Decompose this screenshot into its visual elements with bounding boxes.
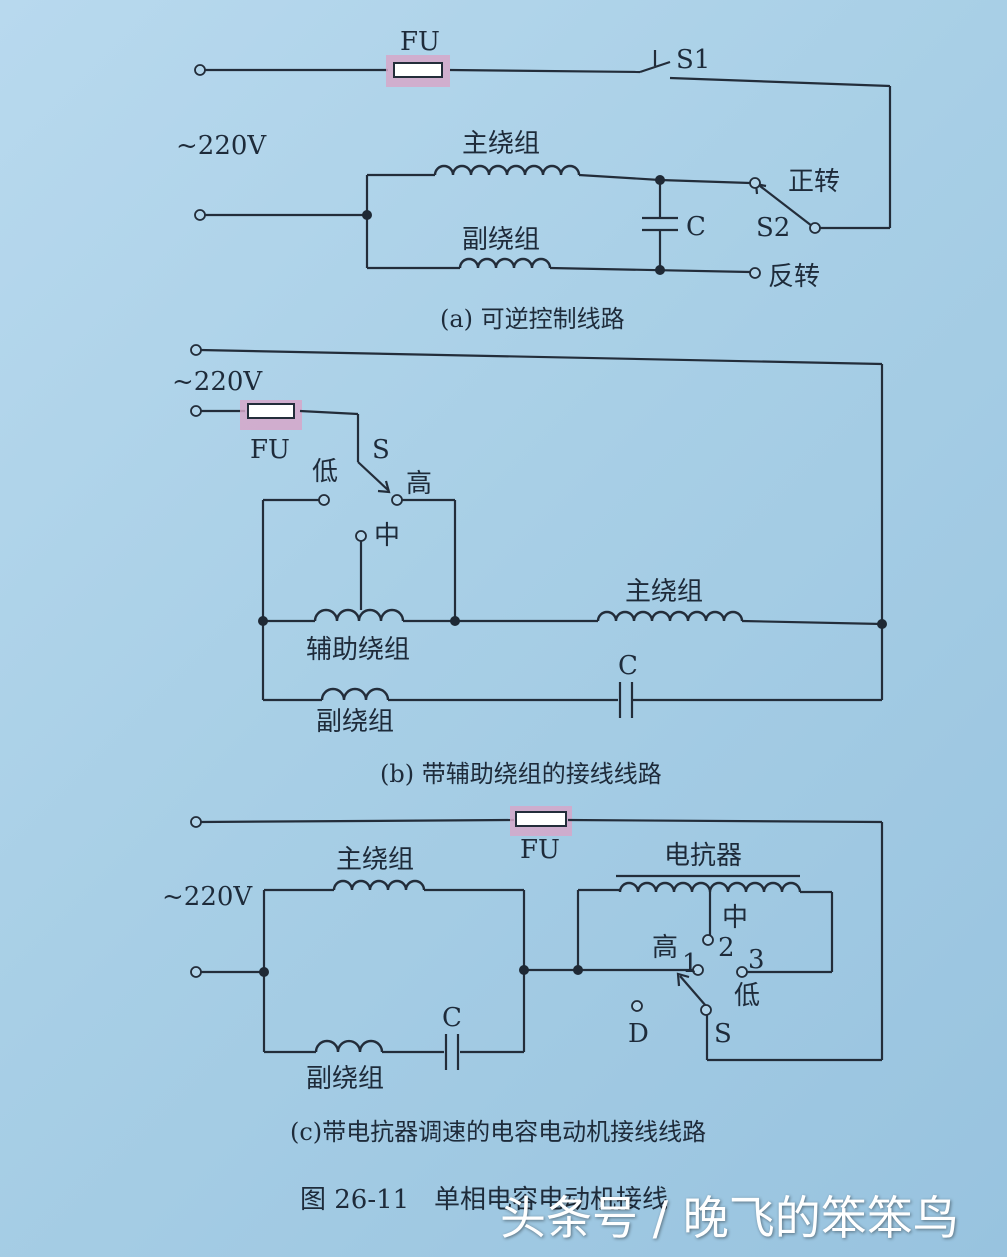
s1-label: S1: [676, 45, 710, 75]
aux-winding-b: [320, 687, 390, 701]
fuse-a: [393, 62, 443, 78]
main-winding-a: [433, 164, 581, 176]
fu-label-b: FU: [250, 435, 290, 465]
fu-label-a: FU: [400, 27, 440, 57]
fuse-b: [247, 403, 295, 419]
forward-label: 正转: [788, 167, 840, 197]
watermark: 头条号 / 晚飞的笨笨鸟: [500, 1191, 959, 1245]
low-label-c: 低: [734, 981, 760, 1011]
aux-winding-a: [458, 257, 552, 269]
helper-winding: [313, 608, 405, 622]
caption-a: (a) 可逆控制线路: [440, 305, 625, 333]
reactor-coil: [618, 881, 802, 893]
high-label-c: 高: [652, 933, 678, 963]
d-label: D: [628, 1019, 649, 1049]
switch-s-b: [357, 461, 389, 491]
cap-label-c: C: [442, 1003, 462, 1033]
diagram-b: ~220V FU S 低 高 中 主绕组 辅助绕组 C 副绕组 (b) 带辅助绕…: [172, 344, 887, 788]
main-winding-c: [332, 879, 426, 891]
reverse-label: 反转: [768, 262, 820, 292]
helper-winding-label: 辅助绕组: [306, 635, 410, 665]
s-label-c: S: [714, 1019, 732, 1049]
switch-s-c: [679, 975, 707, 1007]
fuse-c: [515, 811, 567, 827]
caption-c: (c)带电抗器调速的电容电动机接线线路: [290, 1118, 706, 1146]
main-winding-label-a: 主绕组: [462, 129, 540, 159]
reactor-label: 电抗器: [664, 841, 742, 871]
voltage-label-c: ~220V: [162, 882, 253, 912]
cap-label-a: C: [686, 212, 706, 242]
aux-winding-c: [314, 1039, 384, 1053]
main-winding-label-c: 主绕组: [336, 845, 414, 875]
tap-2-label: 2: [718, 933, 735, 963]
s2-label: S2: [756, 213, 790, 243]
main-winding-label-b: 主绕组: [625, 577, 703, 607]
voltage-label-b: ~220V: [172, 367, 263, 397]
aux-winding-label-a: 副绕组: [462, 225, 540, 255]
aux-winding-label-b: 副绕组: [316, 707, 394, 737]
fu-label-c: FU: [520, 835, 560, 865]
diagram-c: FU 电抗器 主绕组 ~220V 中 2 高 1 3 低 D S C 副绕组 (…: [162, 806, 884, 1146]
mid-label-b: 中: [374, 521, 400, 551]
high-label-b: 高: [406, 469, 432, 499]
switch-s1: [639, 60, 671, 74]
s-label-b: S: [372, 435, 390, 465]
aux-winding-label-c: 副绕组: [306, 1064, 384, 1094]
switch-s2: [759, 185, 813, 227]
figure-title: 图 26-11 单相电容电动机接线: [300, 1185, 668, 1215]
diagram-a: FU S1 ~220V 主绕组 副绕组 C 正转 S2 反转 (a) 可逆控制线…: [176, 27, 892, 333]
tap-3-label: 3: [748, 945, 765, 975]
tap-1-label: 1: [682, 949, 699, 979]
caption-b: (b) 带辅助绕组的接线线路: [380, 760, 662, 788]
low-label-b: 低: [312, 457, 338, 487]
voltage-label-a: ~220V: [176, 131, 267, 161]
cap-label-b: C: [618, 651, 638, 681]
main-winding-b: [596, 610, 744, 622]
mid-label-c: 中: [722, 903, 748, 933]
